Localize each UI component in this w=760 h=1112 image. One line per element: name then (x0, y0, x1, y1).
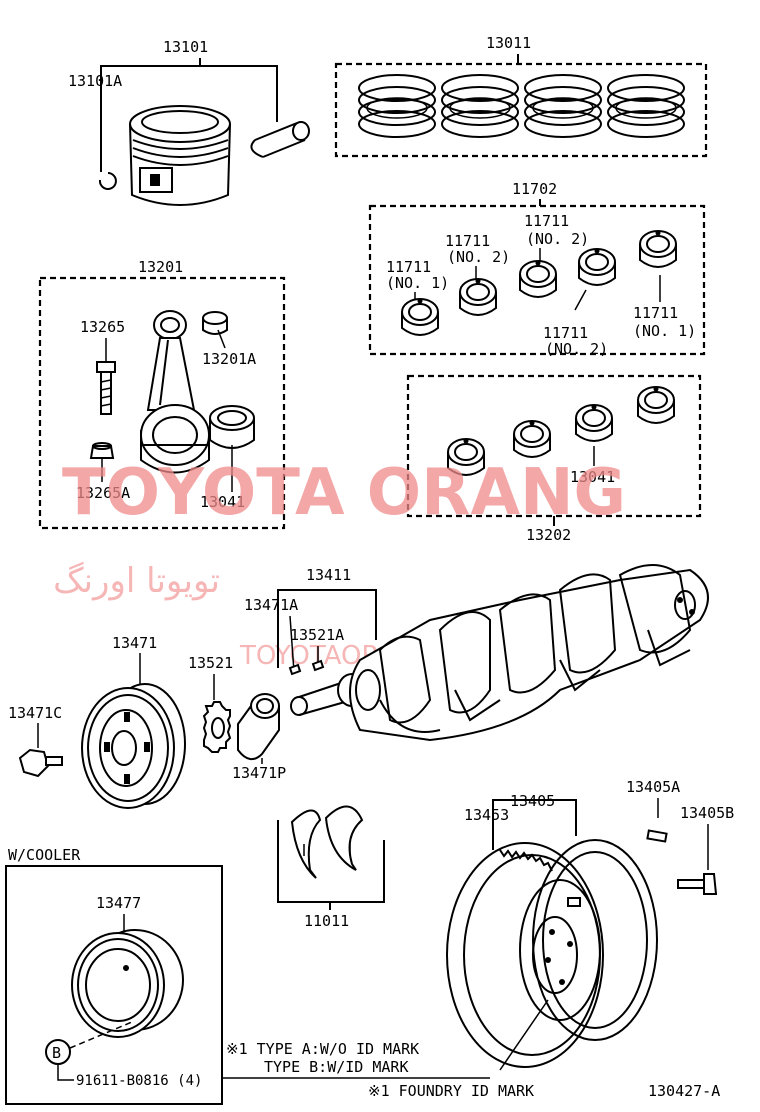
callout-b-text: B (52, 1044, 61, 1062)
label-11711-no1-left-sub: (NO. 1) (386, 274, 449, 292)
rod-nut-icon (89, 442, 115, 459)
piston-ring-set: 13011 (334, 34, 708, 158)
bearing-shell-icon (637, 386, 675, 424)
cooler-pulley-icon (71, 929, 184, 1038)
bearing-shell-icon (447, 438, 485, 476)
label-11711-no2-bottom-sub: (NO. 2) (545, 340, 608, 358)
label-13201A: 13201A (202, 350, 256, 368)
diagram-id: 130427-A (648, 1082, 720, 1100)
piston-icon (129, 105, 231, 206)
label-11702: 11702 (512, 180, 557, 198)
watermark-persian: تویوتا اورنگ (53, 561, 220, 601)
cooler-variant-box: W/COOLER 13477 B 91611-B0816 (4) (5, 846, 223, 1105)
label-13471P: 13471P (232, 764, 286, 782)
notes: ※1 TYPE A:W/O ID MARK TYPE B:W/ID MARK ※… (222, 1040, 720, 1100)
watermark: TOYOTA ORANG تویوتا اورنگ TOYOTAORANG.IR (53, 456, 626, 671)
crank-pulley-group: 13471 13471C (8, 634, 186, 809)
crank-pulley-icon (81, 683, 186, 809)
label-13041-set: 13041 (570, 468, 615, 486)
bearing-shell-icon (513, 420, 551, 458)
rod-bearing-set: 13202 13041 (406, 374, 702, 544)
label-13405B: 13405B (680, 804, 734, 822)
snap-ring-icon (98, 172, 117, 190)
note-type-a: ※1 TYPE A:W/O ID MARK (226, 1040, 419, 1058)
label-11711-no1-right: 11711 (633, 304, 678, 322)
thrust-washer-icon (290, 805, 364, 879)
label-13101: 13101 (163, 38, 208, 56)
rod-bolt-icon (96, 361, 116, 415)
key-13471A-icon (288, 663, 302, 676)
label-13011: 13011 (486, 34, 531, 52)
piston-ring-icon (524, 74, 602, 138)
flywheel-icon (519, 839, 658, 1041)
piston-ring-icon (607, 74, 685, 138)
flywheel-group: 13405 13453 13405A 13405B (446, 778, 734, 1071)
timing-gear-icon (202, 701, 232, 753)
label-11011: 11011 (304, 912, 349, 930)
note-foundry-id: ※1 FOUNDRY ID MARK (368, 1082, 534, 1100)
note-type-b: TYPE B:W/ID MARK (264, 1058, 409, 1076)
label-11711-no2-top: 11711 (524, 212, 569, 230)
piston-pin-icon (250, 121, 310, 158)
label-13471A: 13471A (244, 596, 298, 614)
label-13453: 13453 (464, 806, 509, 824)
flywheel-pin-icon (646, 829, 668, 843)
label-13101A: 13101A (68, 72, 122, 90)
key-13521A-icon (311, 659, 325, 672)
label-11711-no2-top-sub: (NO. 2) (526, 230, 589, 248)
bearing-shell-icon (519, 260, 557, 298)
connecting-rod-icon (140, 310, 210, 474)
label-11711-no1-left: 11711 (386, 258, 431, 276)
bearing-shell-icon (639, 230, 677, 268)
label-11711-no2-bottom: 11711 (543, 324, 588, 342)
bearing-shell-icon (459, 278, 497, 316)
label-13041-rod: 13041 (200, 493, 245, 511)
piston-ring-icon (358, 74, 436, 138)
pulley-bolt-icon (18, 748, 63, 778)
piston-group: 13101 13101A (68, 38, 310, 206)
piston-ring-icon (441, 74, 519, 138)
label-13477: 13477 (96, 894, 141, 912)
thrust-washer-group: 11011 (277, 805, 385, 930)
label-13521: 13521 (188, 654, 233, 672)
flywheel-bolt-icon (677, 873, 718, 895)
label-13265: 13265 (80, 318, 125, 336)
bearing-shell-icon (401, 298, 439, 336)
label-13471C: 13471C (8, 704, 62, 722)
label-11711-no2-left-sub: (NO. 2) (447, 248, 510, 266)
cooler-label: W/COOLER (8, 846, 81, 864)
label-13201: 13201 (138, 258, 183, 276)
crank-spacer-icon (237, 693, 280, 761)
label-13411: 13411 (306, 566, 351, 584)
bolt-ref-91611: 91611-B0816 (4) (76, 1073, 202, 1089)
crankshaft-group: 13411 13471A 13521A (244, 564, 709, 742)
connecting-rod-assembly: 13201 13265 13201A 13265A 13041 (38, 258, 286, 530)
label-13521A: 13521A (290, 626, 344, 644)
ring-gear-icon (446, 842, 604, 1068)
crankshaft-icon (290, 564, 709, 742)
rod-bushing-icon (202, 311, 228, 335)
main-bearing-set: 11702 11711 (NO. 2) 11711 (NO. 2) 11711 … (368, 180, 706, 358)
label-11711-no2-left: 11711 (445, 232, 490, 250)
label-13265A: 13265A (76, 484, 130, 502)
watermark-main: TOYOTA ORANG (62, 456, 626, 530)
label-13471: 13471 (112, 634, 157, 652)
rod-bearing-icon (209, 405, 255, 449)
bearing-shell-icon (578, 248, 616, 286)
label-13202: 13202 (526, 526, 571, 544)
bearing-shell-icon (575, 404, 613, 442)
label-11711-no1-right-sub: (NO. 1) (633, 322, 696, 340)
label-13405A: 13405A (626, 778, 680, 796)
timing-gear-group: 13521 13471P (188, 654, 286, 782)
